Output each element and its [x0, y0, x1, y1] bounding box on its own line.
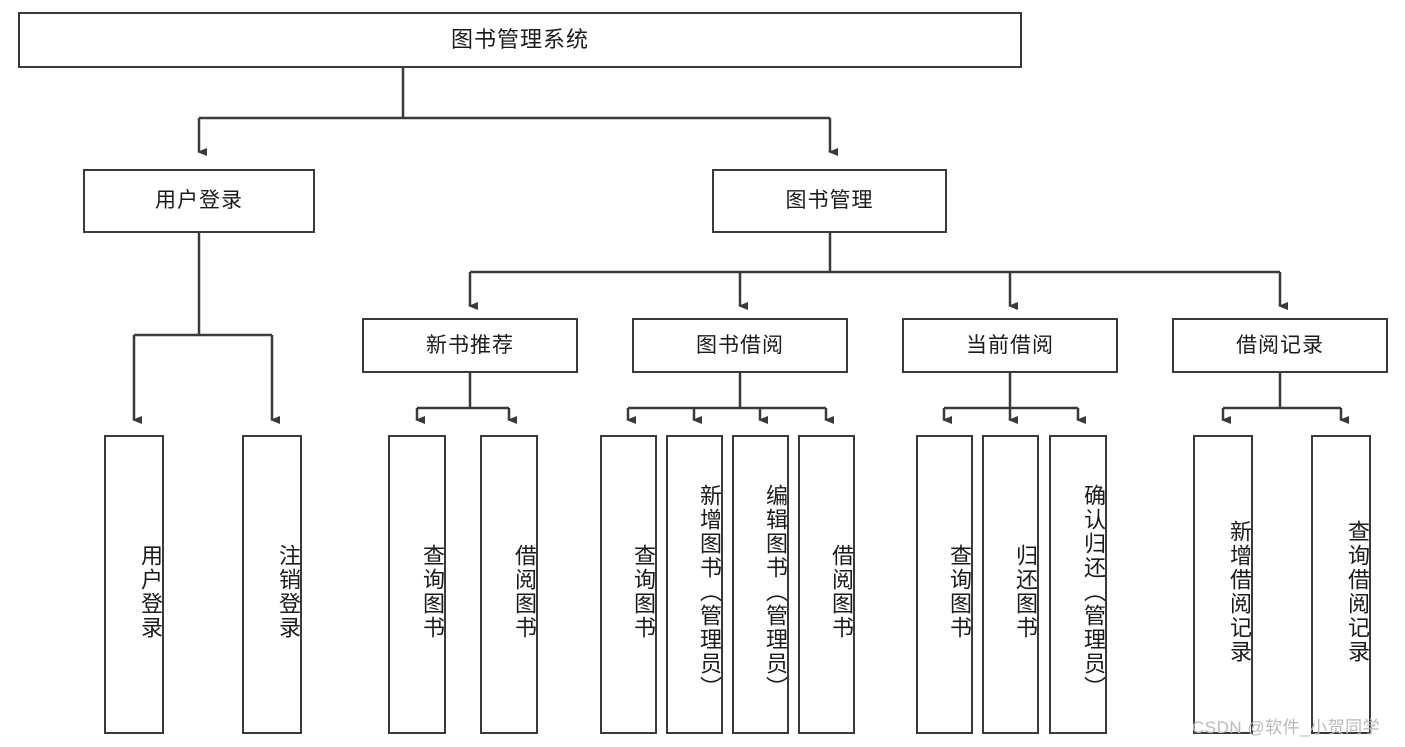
node-label: 图书管理系统: [450, 26, 589, 52]
leaf-new-book-borrow[interactable]: 借阅图书: [480, 435, 538, 734]
leaf-record-add[interactable]: 新增借阅记录: [1193, 435, 1253, 734]
leaf-borrow-borrow-book[interactable]: 借阅图书: [798, 435, 855, 734]
leaf-borrow-edit-book[interactable]: 编辑图书（管理员）: [732, 435, 789, 734]
node-book-management[interactable]: 图书管理: [712, 169, 947, 233]
node-label: 查询图书: [631, 543, 656, 640]
leaf-user-login-signin[interactable]: 用户登录: [104, 435, 164, 734]
node-new-book-recommend[interactable]: 新书推荐: [362, 318, 578, 373]
node-label: 新增图书（管理员）: [697, 483, 722, 700]
node-label: 图书借阅: [696, 333, 784, 357]
leaf-current-confirm-return[interactable]: 确认归还（管理员）: [1049, 435, 1107, 734]
node-label: 借阅记录: [1236, 333, 1324, 357]
leaf-user-login-signout[interactable]: 注销登录: [242, 435, 302, 734]
node-root-system[interactable]: 图书管理系统: [18, 12, 1022, 68]
node-book-borrow[interactable]: 图书借阅: [632, 318, 848, 373]
leaf-current-query-book[interactable]: 查询图书: [916, 435, 973, 734]
node-current-borrow[interactable]: 当前借阅: [902, 318, 1118, 373]
node-label: 借阅图书: [829, 543, 854, 640]
node-borrow-record[interactable]: 借阅记录: [1172, 318, 1388, 373]
node-label: 归还图书: [1013, 543, 1038, 640]
leaf-borrow-query-book[interactable]: 查询图书: [600, 435, 657, 734]
leaf-borrow-add-book[interactable]: 新增图书（管理员）: [666, 435, 723, 734]
node-label: 新书推荐: [426, 333, 514, 357]
node-label: 查询图书: [947, 543, 972, 640]
leaf-current-return-book[interactable]: 归还图书: [982, 435, 1039, 734]
csdn-watermark: CSDN @软件_小贺同学: [1192, 718, 1381, 737]
node-label: 用户登录: [155, 189, 243, 213]
node-label: 查询借阅记录: [1345, 519, 1370, 664]
node-label: 图书管理: [785, 189, 874, 213]
node-label: 用户登录: [138, 543, 163, 640]
node-label: 借阅图书: [512, 543, 537, 640]
node-label: 编辑图书（管理员）: [763, 483, 788, 700]
node-user-login[interactable]: 用户登录: [83, 169, 315, 233]
node-label: 确认归还（管理员）: [1081, 483, 1106, 700]
node-label: 注销登录: [276, 543, 301, 640]
node-label: 查询图书: [420, 543, 445, 640]
leaf-new-book-query[interactable]: 查询图书: [388, 435, 446, 734]
node-label: 新增借阅记录: [1227, 519, 1252, 664]
node-label: 当前借阅: [966, 333, 1054, 357]
leaf-record-query[interactable]: 查询借阅记录: [1311, 435, 1371, 734]
